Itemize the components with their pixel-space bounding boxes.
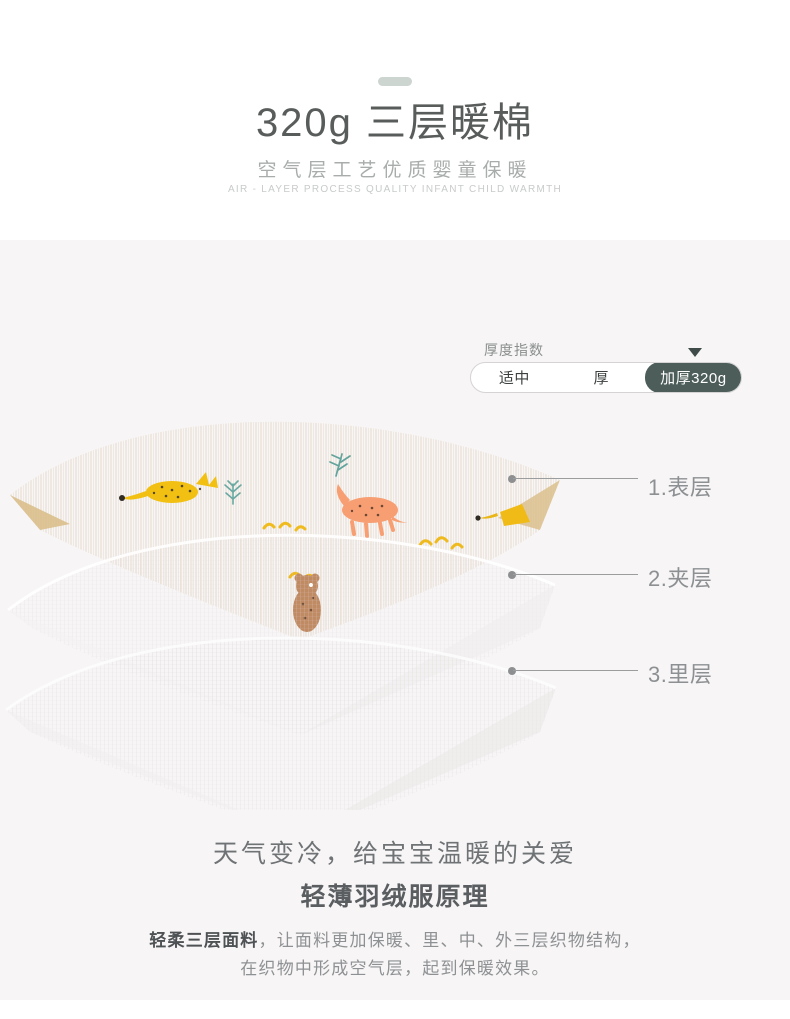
copy-subheadline: 轻薄羽绒服原理 <box>300 882 490 911</box>
print-yellow-grass-1 <box>262 521 307 532</box>
print-yellow-animal-right <box>475 504 530 526</box>
layer-label-2: 2.夹层 <box>648 566 713 591</box>
print-teal-fern-1 <box>224 480 242 505</box>
copy-description-rest: ，让面料更加保暖、里、中、外三层织物结构， <box>258 931 641 951</box>
bottom-copy-block: 天气变冷，给宝宝温暖的关爱 轻薄羽绒服原理 轻柔三层面料，让面料更加保暖、里、中… <box>0 836 790 983</box>
page-subtitle-english: AIR - LAYER PROCESS QUALITY INFANT CHILD… <box>227 184 563 195</box>
copy-headline: 天气变冷，给宝宝温暖的关爱 <box>212 840 577 868</box>
print-orange-cat <box>336 484 410 538</box>
layer-leader-line-2 <box>513 574 638 575</box>
print-yellow-leopard <box>119 472 218 503</box>
chevron-down-icon <box>688 348 702 357</box>
fabric-layers-illustration <box>0 280 620 810</box>
copy-description-bold: 轻柔三层面料 <box>149 931 259 951</box>
layer-leader-dot-2 <box>508 571 516 579</box>
copy-description-line2: 在织物中形成空气层，起到保暖效果。 <box>240 959 550 979</box>
header-accent-pill <box>378 77 412 86</box>
thickness-segment-moderate[interactable]: 适中 <box>498 370 530 387</box>
thickness-segment-extra-thick[interactable]: 加厚320g <box>644 363 741 392</box>
layer-leader-dot-3 <box>508 667 516 675</box>
thickness-segmented-control[interactable]: 适中 厚 加厚320g <box>470 362 742 393</box>
layer-leader-line-3 <box>513 670 638 671</box>
layer-leader-1 <box>508 475 638 483</box>
header-section: 320g 三层暖棉 空气层工艺优质婴童保暖 AIR - LAYER PROCES… <box>0 0 790 240</box>
layer-leader-2 <box>508 571 638 579</box>
print-yellow-grass-3 <box>418 536 464 550</box>
page-title: 320g 三层暖棉 <box>255 101 535 145</box>
copy-description: 轻柔三层面料，让面料更加保暖、里、中、外三层织物结构， 在织物中形成空气层，起到… <box>0 927 790 983</box>
fabric-layer-bottom <box>5 636 557 810</box>
layer-leader-dot-1 <box>508 475 516 483</box>
thickness-index-label: 厚度指数 <box>484 342 544 358</box>
thickness-segment-thick[interactable]: 厚 <box>593 370 610 387</box>
layer-leader-line-1 <box>513 478 638 479</box>
thickness-index-widget[interactable]: 厚度指数 适中 厚 加厚320g <box>470 340 742 400</box>
page-subtitle: 空气层工艺优质婴童保暖 <box>257 160 533 181</box>
footer-spacer <box>0 1000 790 1019</box>
layer-label-1: 1.表层 <box>648 475 713 500</box>
layer-label-3: 3.里层 <box>648 662 713 687</box>
print-teal-fern-2 <box>329 453 351 477</box>
layer-leader-3 <box>508 667 638 675</box>
